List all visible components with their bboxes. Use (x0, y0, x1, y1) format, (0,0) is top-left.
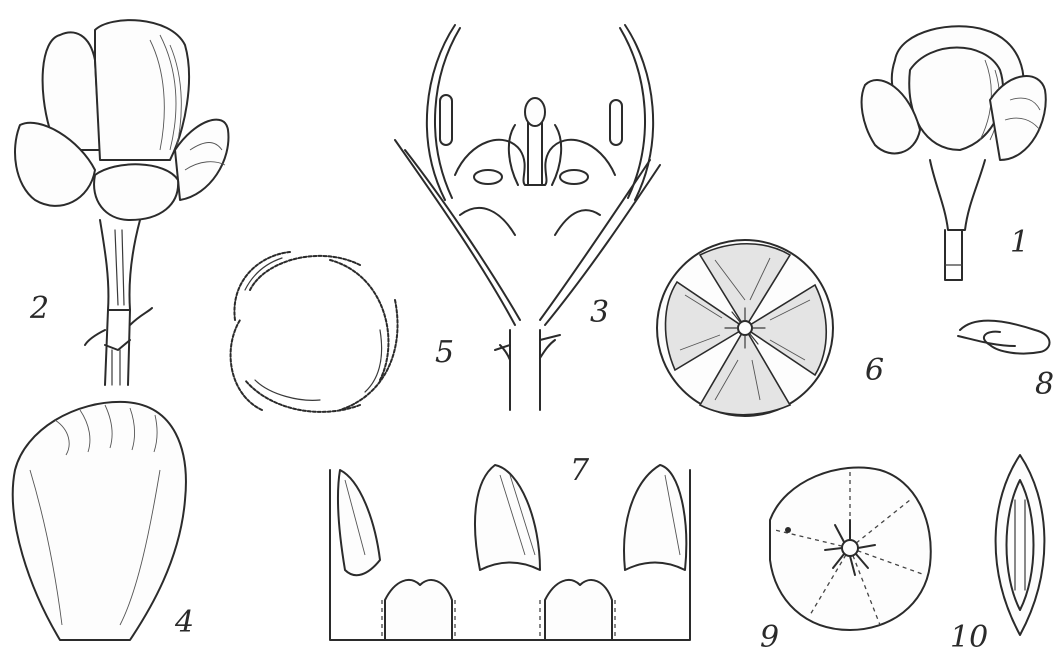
figure-label-9: 9 (760, 620, 779, 650)
figure-label-10: 10 (950, 620, 988, 650)
figure-2-flower-bud-open (15, 20, 228, 385)
figure-4-petal (13, 402, 186, 640)
figure-9-floral-diagram (770, 467, 931, 630)
figure-label-3: 3 (590, 295, 609, 330)
figure-label-7: 7 (570, 453, 590, 488)
figure-label-1: 1 (1010, 225, 1029, 260)
figure-10-seed-section (996, 455, 1045, 635)
figure-6-flower-top-view (657, 240, 833, 416)
figure-label-2: 2 (29, 291, 49, 326)
figure-8-curled-stamen (958, 321, 1050, 354)
figure-label-8: 8 (1035, 367, 1054, 402)
figure-label-4: 4 (174, 605, 194, 640)
figure-label-5: 5 (435, 335, 454, 370)
figure-label-6: 6 (865, 353, 884, 388)
figure-5-aestivation-diagram (231, 252, 398, 412)
figure-7-corolla-unrolled (330, 465, 690, 640)
